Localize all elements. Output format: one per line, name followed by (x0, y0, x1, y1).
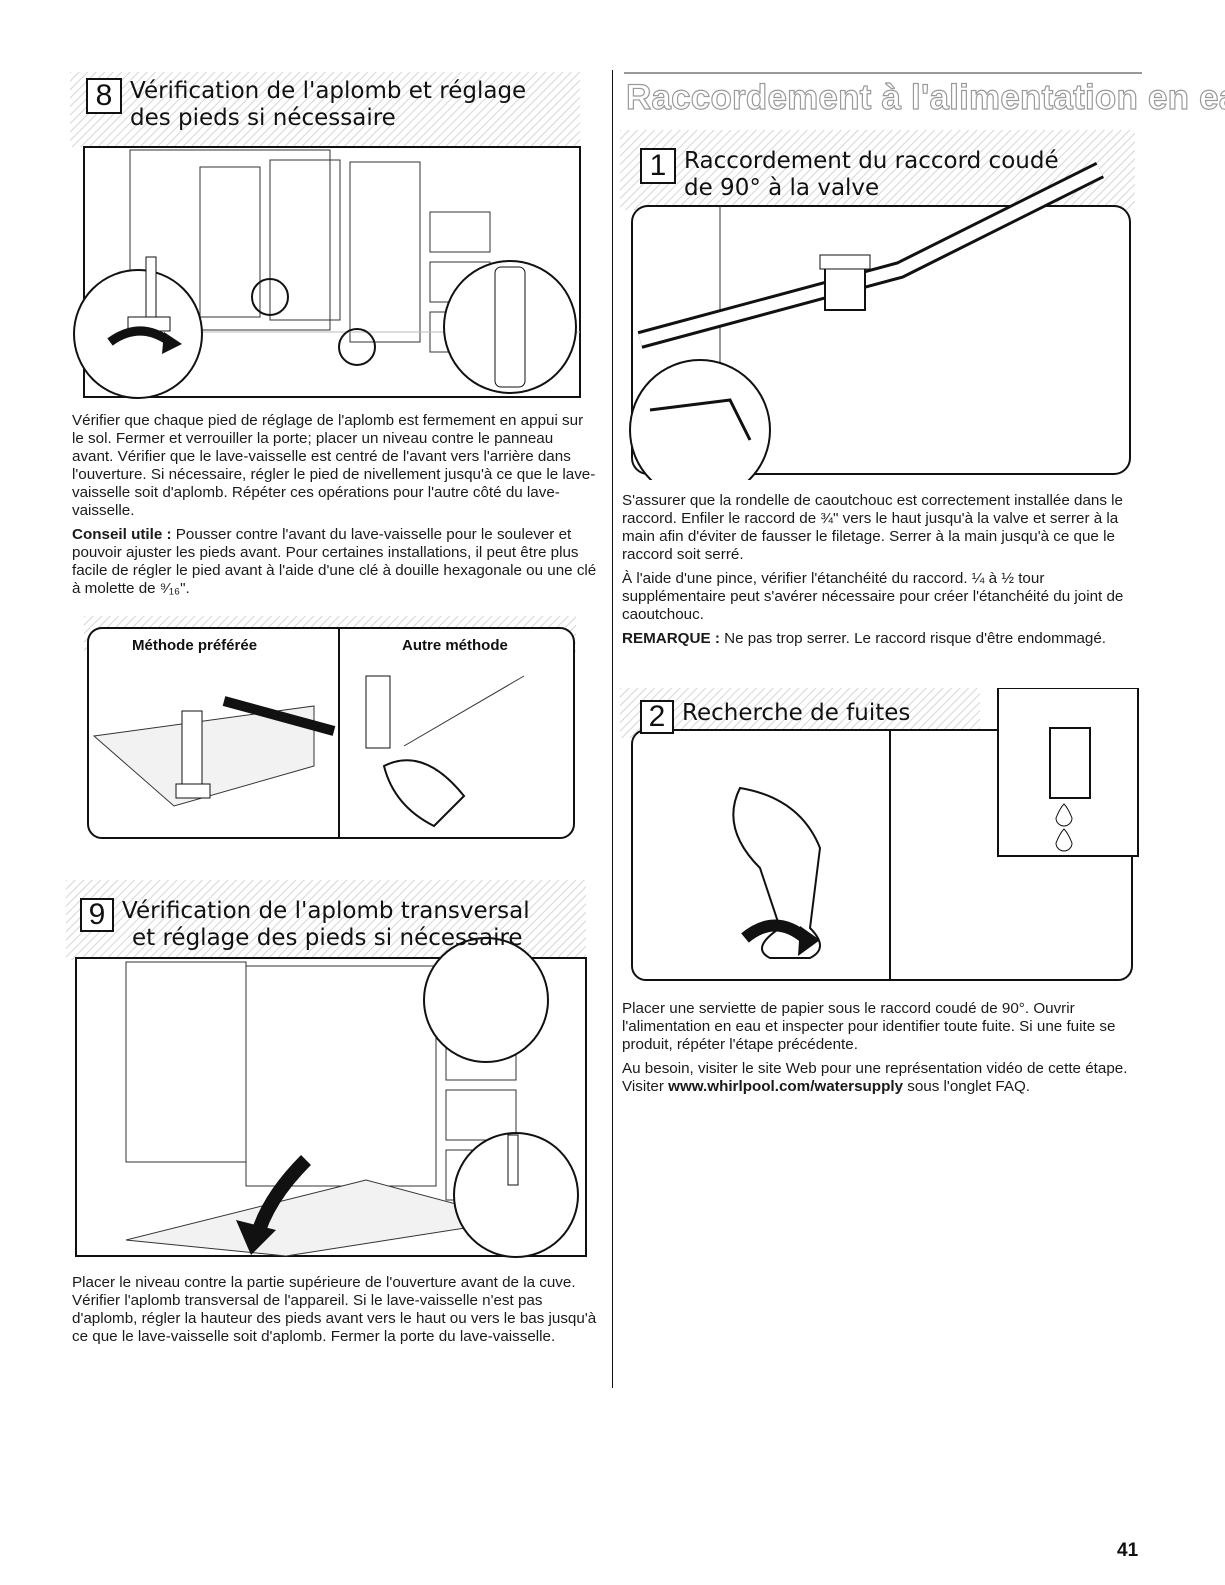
step1-title-line1: Raccordement du raccord coudé (684, 148, 1059, 174)
page-number: 41 (1117, 1540, 1139, 1561)
step2-paragraph2-post: sous l'onglet FAQ. (903, 1078, 1031, 1095)
step1-paragraph1: S'assurer que la rondelle de caoutchouc … (622, 492, 1124, 563)
step1-note: REMARQUE : Ne pas trop serrer. Le raccor… (622, 630, 1147, 648)
step8-title-line2: des pieds si nécessaire (130, 105, 396, 131)
step8-heading: 8 Vérification de l'aplomb et réglage de… (86, 78, 526, 132)
step1-paragraph2: À l'aide d'une pince, vérifier l'étanché… (622, 570, 1124, 623)
step2-heading: 2 Recherche de fuites (640, 700, 910, 734)
water-drop-icon (1055, 803, 1073, 827)
step9-title-line1: Vérification de l'aplomb transversal (122, 898, 530, 924)
column-divider (612, 70, 613, 1388)
step2-text: Placer une serviette de papier sous le r… (622, 1000, 1147, 1102)
method-other-label: Autre méthode (400, 637, 510, 654)
step8-illustration (70, 72, 595, 404)
tip-label: Conseil utile : (72, 526, 172, 543)
step2-title: Recherche de fuites (682, 700, 911, 726)
wrench-methods-figure (84, 616, 576, 839)
step8-title-line1: Vérification de l'aplomb et réglage (130, 78, 527, 104)
step1-heading: 1 Raccordement du raccord coudé de 90° à… (640, 148, 1059, 202)
step9-heading: 9 Vérification de l'aplomb transversal e… (80, 898, 530, 952)
section-rule (624, 72, 1142, 74)
method-preferred-label: Méthode préférée (130, 637, 260, 654)
step9-title-line2: et réglage des pieds si nécessaire (132, 925, 523, 951)
step9-text: Placer le niveau contre la partie supéri… (72, 1274, 597, 1352)
step8-text: Vérifier que chaque pied de réglage de l… (72, 412, 597, 604)
step1-illustration (620, 130, 1140, 480)
step8-paragraph: Vérifier que chaque pied de réglage de l… (72, 412, 596, 519)
step1-number: 1 (640, 148, 676, 184)
step9-number: 9 (80, 898, 114, 932)
rotate-arrow-icon (741, 919, 809, 943)
step9-illustration (66, 880, 596, 1265)
step2-paragraph1: Placer une serviette de papier sous le r… (622, 1000, 1116, 1053)
step8-number: 8 (86, 78, 122, 114)
step1-title-line2: de 90° à la valve (684, 175, 880, 201)
valve-elbow-figure (620, 130, 1135, 480)
dishwasher-door-figure (66, 880, 587, 1258)
step1-text: S'assurer que la rondelle de caoutchouc … (622, 492, 1147, 654)
section-heading: Raccordement à l'alimentation en eau (625, 77, 1225, 117)
tip-text: Pousser contre l'avant du lave-vaisselle… (72, 526, 597, 597)
step2-illustration (620, 688, 1140, 988)
step9-paragraph: Placer le niveau contre la partie supéri… (72, 1274, 597, 1345)
step2-paragraph2-pre: Au besoin, visiter le site Web pour une … (622, 1060, 1128, 1095)
step2-paragraph2: Au besoin, visiter le site Web pour une … (622, 1060, 1147, 1096)
note-text: Ne pas trop serrer. Le raccord risque d'… (719, 630, 1107, 647)
wrench-methods-illustration (84, 616, 584, 841)
step8-tip: Conseil utile : Pousser contre l'avant d… (72, 526, 597, 598)
leak-check-figure (620, 688, 1139, 981)
note-label: REMARQUE : (622, 630, 720, 647)
dishwasher-leveling-figure (70, 72, 581, 399)
step2-number: 2 (640, 700, 674, 734)
watersupply-link[interactable]: www.whirlpool.com/watersupply (668, 1078, 904, 1095)
